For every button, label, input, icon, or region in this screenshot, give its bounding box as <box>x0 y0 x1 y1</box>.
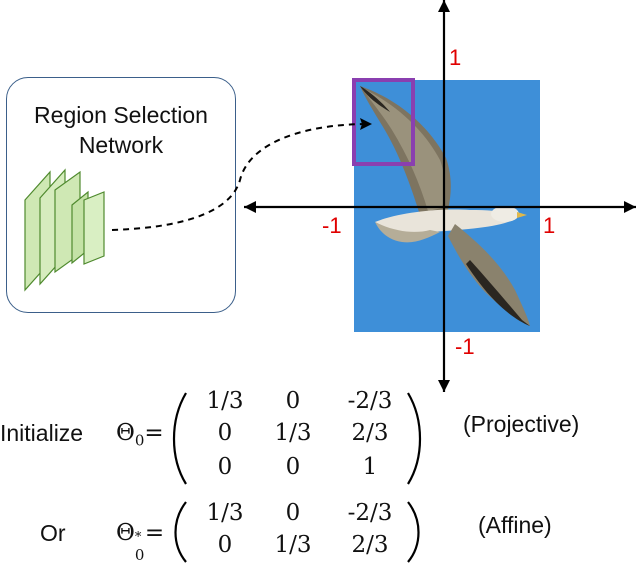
theta-symbol: Θ <box>116 520 135 546</box>
x-axis-negative-label: -1 <box>322 213 342 238</box>
matrix-cell: 1/3 <box>274 420 312 446</box>
matrix-cell: 1 <box>362 454 378 480</box>
x-axis-right-arrow-icon <box>624 201 636 213</box>
y-axis-top-arrow-icon <box>438 0 450 12</box>
matrix-cell: 0 <box>217 420 233 446</box>
matrix-cell: 1/3 <box>206 500 244 526</box>
selection-box <box>352 78 415 166</box>
network-box <box>6 77 236 313</box>
or-label: Or <box>40 520 66 546</box>
matrix-cell: 0 <box>285 388 301 414</box>
bird-icon <box>360 86 530 326</box>
affine-matrix: 1/3 0 -2/3 0 1/3 2/3 <box>190 500 405 564</box>
network-title-line1: Region Selection <box>34 102 208 128</box>
connector-arrowhead-icon <box>360 118 372 130</box>
equals-sign: = <box>144 520 165 546</box>
matrix-cell: 2/3 <box>351 420 389 446</box>
matrix-cell: 0 <box>285 500 301 526</box>
theta-affine: Θ * 0 = <box>116 520 165 564</box>
x-axis-positive-label: 1 <box>543 213 556 238</box>
matrix-cell: 0 <box>217 532 233 558</box>
affine-left-paren <box>174 501 187 563</box>
theta-subscript: 0 <box>134 431 145 450</box>
matrix-cell: 2/3 <box>351 532 389 558</box>
theta-symbol: Θ <box>116 420 135 446</box>
y-axis-positive-label: 1 <box>449 45 462 70</box>
network-title-line2: Network <box>78 132 164 158</box>
x-axis-left-arrow-icon <box>244 201 256 213</box>
matrix-cell: 1/3 <box>274 532 312 558</box>
y-axis-negative-label: -1 <box>455 334 475 359</box>
matrix-cell: 1/3 <box>206 388 244 414</box>
projective-right-paren <box>407 392 422 485</box>
dashed-connector <box>111 123 369 231</box>
network-layers-icon <box>24 168 105 292</box>
initialize-label: Initialize <box>0 420 84 446</box>
matrix-cell: 0 <box>217 454 233 480</box>
y-axis-bottom-arrow-icon <box>438 380 450 392</box>
network-title: Region Selection Network <box>6 100 236 160</box>
theta-star: * <box>134 530 142 545</box>
projective-tag: (Projective) <box>463 411 580 437</box>
equals-sign: = <box>144 420 164 446</box>
theta-subscript: 0 <box>134 546 145 564</box>
layer-small-front <box>83 191 105 265</box>
projective-matrix: 1/3 0 -2/3 0 1/3 2/3 0 0 1 <box>190 388 405 488</box>
affine-right-paren <box>407 501 420 563</box>
matrix-cell: 0 <box>285 454 301 480</box>
theta-projective: Θ0= <box>116 420 164 450</box>
matrix-cell: -2/3 <box>347 388 393 414</box>
matrix-cell: -2/3 <box>347 500 393 526</box>
projective-left-paren <box>172 392 187 485</box>
affine-tag: (Affine) <box>478 512 552 538</box>
